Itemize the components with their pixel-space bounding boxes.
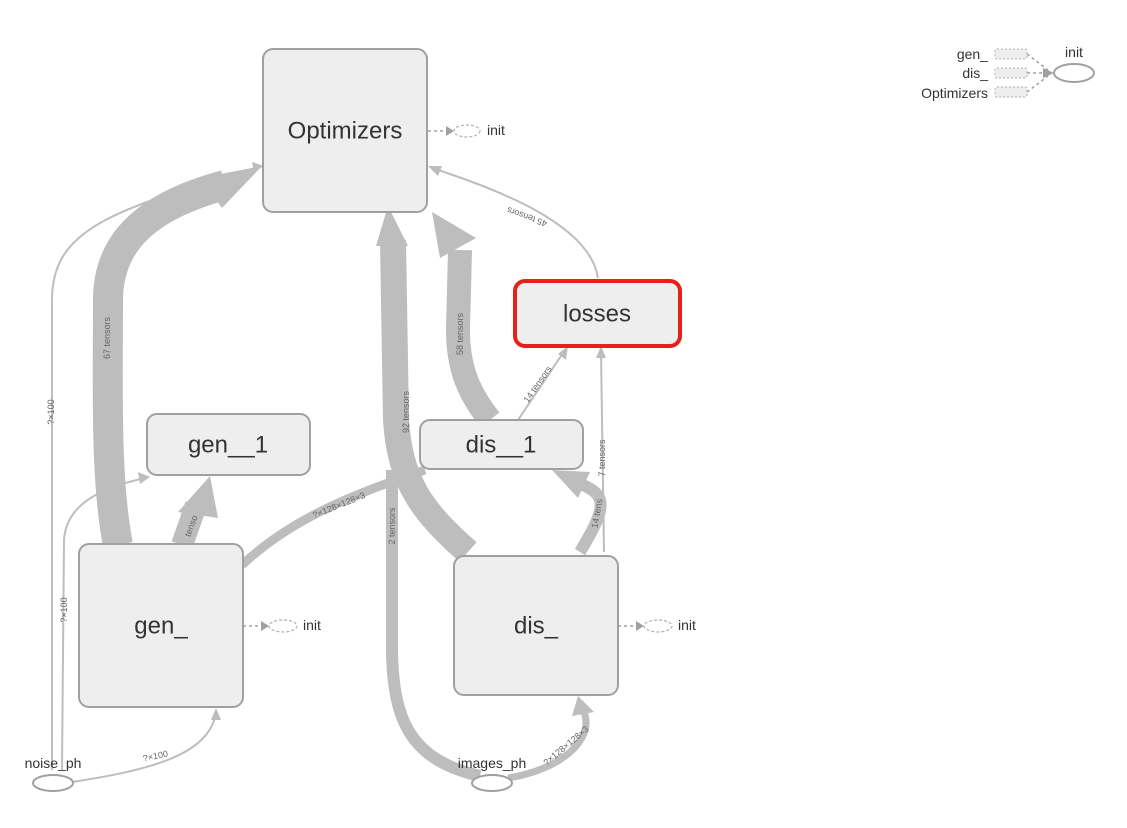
node-dis[interactable]: dis_ bbox=[453, 555, 619, 696]
label-imagesph-to-dis: ?×128×128×3 bbox=[541, 724, 590, 768]
edge-dis-to-losses-arrow bbox=[596, 346, 606, 358]
node-images-ph-label: images_ph bbox=[458, 755, 527, 771]
gen-init[interactable]: init bbox=[243, 617, 321, 633]
node-noise-ph[interactable]: noise_ph bbox=[25, 755, 82, 792]
node-noise-ph-label: noise_ph bbox=[25, 755, 82, 771]
node-dis-1[interactable]: dis__1 bbox=[419, 419, 584, 470]
edge-imagesph-to-dis-arrow bbox=[572, 696, 594, 716]
edge-imagesph-to-dis[interactable] bbox=[507, 710, 590, 782]
label-dis1-to-losses: 14 tensors bbox=[521, 364, 554, 405]
edge-dis1-to-optimizers-arrow bbox=[432, 212, 476, 258]
edge-dis-to-dis1-arrow bbox=[552, 470, 590, 498]
node-gen[interactable]: gen_ bbox=[78, 543, 244, 708]
label-images-to-dis: 2 tensors bbox=[387, 507, 397, 545]
edge-images-to-dis[interactable] bbox=[386, 470, 482, 782]
edge-noise-to-optimizers-arrow bbox=[252, 162, 264, 172]
edge-gen-to-gen1-arrow bbox=[178, 476, 218, 518]
node-gen-1[interactable]: gen__1 bbox=[146, 413, 311, 476]
label-losses-to-opt: 45 tensors bbox=[505, 205, 548, 229]
node-dis-1-label: dis__1 bbox=[466, 432, 537, 459]
edge-dis-to-optimizers-arrow bbox=[376, 206, 408, 246]
edge-noise-to-gen-arrow bbox=[211, 708, 221, 720]
label-images-to-opt: 92 tensors bbox=[401, 390, 411, 433]
legend-item-dis[interactable]: dis_ bbox=[962, 65, 1048, 81]
node-losses[interactable]: losses bbox=[513, 279, 682, 348]
edge-dis-to-losses[interactable] bbox=[600, 351, 605, 553]
dis-init-label: init bbox=[678, 617, 696, 633]
node-dis-label: dis_ bbox=[514, 613, 559, 640]
optimizers-init[interactable]: init bbox=[428, 122, 505, 138]
optimizers-init-label: init bbox=[487, 122, 505, 138]
label-dis-to-losses: 7 tensors bbox=[597, 439, 607, 477]
label-gen-to-dis1: ?×128×128×3 bbox=[311, 490, 366, 520]
label-dis1-to-opt: 58 tensors bbox=[455, 312, 465, 355]
label-noise-to-opt: ?×100 bbox=[46, 399, 56, 424]
node-gen-label: gen_ bbox=[134, 613, 188, 640]
edge-gen-to-dis1[interactable] bbox=[238, 465, 427, 569]
edge-gen-to-optimizers-arrow bbox=[200, 166, 262, 208]
edge-noise-to-gen1-arrow bbox=[138, 472, 150, 484]
edge-noise-to-optimizers[interactable] bbox=[51, 167, 257, 770]
node-images-ph[interactable]: images_ph bbox=[458, 755, 527, 792]
legend-init-summary[interactable]: init gen_ dis_ Optimizers bbox=[921, 44, 1095, 101]
legend-arrow bbox=[1043, 68, 1054, 78]
edge-noise-to-gen1[interactable] bbox=[61, 477, 146, 771]
edge-dis1-to-losses-arrow bbox=[558, 346, 568, 360]
edge-gen-to-optimizers[interactable] bbox=[92, 170, 229, 548]
edge-dis-to-optimizers[interactable] bbox=[380, 239, 477, 562]
edge-losses-to-optimizers-arrow bbox=[428, 166, 442, 176]
edge-dis1-to-optimizers[interactable] bbox=[445, 249, 500, 428]
legend-item-optimizers-label: Optimizers bbox=[921, 85, 988, 101]
legend-init-title: init bbox=[1065, 44, 1083, 60]
edge-dis1-to-losses[interactable] bbox=[517, 349, 566, 421]
node-optimizers-label: Optimizers bbox=[288, 118, 403, 145]
node-losses-label: losses bbox=[563, 301, 631, 328]
legend-item-gen-label: gen_ bbox=[957, 46, 988, 62]
legend-item-optimizers[interactable]: Optimizers bbox=[921, 75, 1049, 101]
label-gen-to-opt: 67 tensors bbox=[102, 316, 112, 359]
node-optimizers[interactable]: Optimizers bbox=[262, 48, 428, 213]
legend-item-gen[interactable]: gen_ bbox=[957, 46, 1049, 71]
gen-init-label: init bbox=[303, 617, 321, 633]
edge-losses-to-optimizers[interactable] bbox=[431, 167, 599, 279]
node-gen-1-label: gen__1 bbox=[188, 432, 268, 459]
dis-init[interactable]: init bbox=[618, 617, 696, 633]
label-noise-to-gen1: ?×100 bbox=[59, 597, 69, 622]
edge-dis-to-dis1[interactable] bbox=[574, 478, 607, 556]
edge-noise-to-gen[interactable] bbox=[71, 711, 217, 783]
legend-item-dis-label: dis_ bbox=[962, 65, 988, 81]
